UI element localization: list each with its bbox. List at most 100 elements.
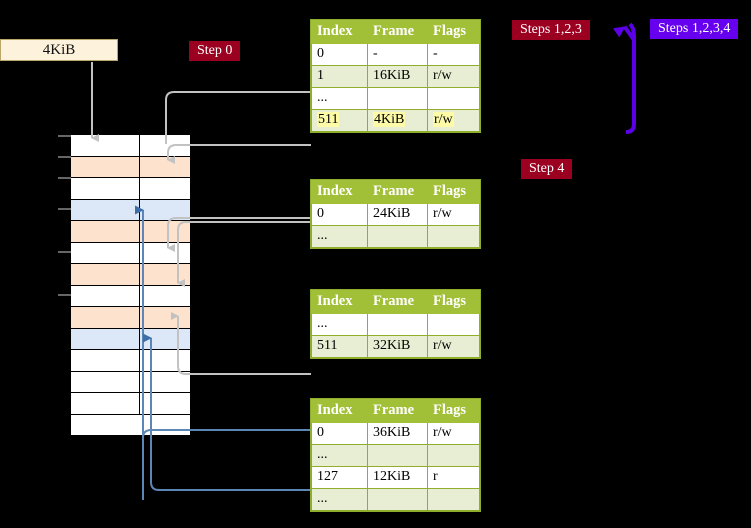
column-header-frame: Frame (367, 399, 428, 423)
grid-tick (58, 208, 71, 210)
table-row: ... (311, 488, 480, 511)
grid-tick (58, 177, 71, 179)
badge-step-4: Step 4 (521, 159, 573, 179)
table-cell: 1 (311, 65, 368, 88)
connector-purple-loop (625, 22, 636, 134)
table-cell (367, 444, 428, 467)
badge-step-0: Step 0 (189, 41, 241, 61)
memory-frame-row (71, 156, 190, 178)
memory-frame-row (71, 264, 190, 286)
table-row: ... (311, 225, 480, 248)
table-row: ... (311, 444, 480, 467)
table-cell: 24KiB (367, 203, 428, 226)
memory-frame-row (71, 393, 190, 415)
column-header-frame: Frame (367, 20, 428, 44)
table-cell: ... (311, 488, 368, 511)
table-cell: ... (311, 225, 368, 248)
column-header-flags: Flags (427, 290, 480, 314)
highlighted-value: 511 (317, 112, 340, 127)
memory-frame-row (71, 371, 190, 393)
memory-frame-row (71, 199, 190, 221)
table-cell (367, 225, 428, 248)
memory-size-label: 4KiB (42, 41, 76, 58)
table-cell: - (427, 43, 480, 66)
column-header-index: Index (311, 180, 368, 204)
table-cell: ... (311, 444, 368, 467)
table-cell: 127 (311, 466, 368, 489)
table-cell (427, 444, 480, 467)
column-header-flags: Flags (427, 399, 480, 423)
table-cell: r/w (427, 203, 480, 226)
memory-frame-row (71, 307, 190, 329)
table-cell: 511 (311, 335, 368, 358)
grid-tick (58, 294, 71, 296)
table-cell: 16KiB (367, 65, 428, 88)
table-cell: ... (311, 313, 368, 336)
highlighted-value: r/w (433, 112, 454, 127)
table-cell (427, 87, 480, 110)
memory-frame-row (71, 328, 190, 350)
table-cell: 4KiB (367, 109, 428, 132)
grid-tick (58, 251, 71, 253)
table-cell: - (367, 43, 428, 66)
memory-frame-row (71, 350, 190, 372)
column-header-index: Index (311, 20, 368, 44)
column-header-flags: Flags (427, 180, 480, 204)
table-cell: 0 (311, 422, 368, 445)
table-cell (427, 313, 480, 336)
table-cell: r/w (427, 335, 480, 358)
connector-blue-to-table4-row0 (142, 429, 311, 500)
table-cell: 36KiB (367, 422, 428, 445)
table-cell: r/w (427, 65, 480, 88)
connector-grid-to-table3 (177, 365, 311, 375)
table-cell (367, 488, 428, 511)
table-cell: 0 (311, 43, 368, 66)
table-cell: r/w (427, 422, 480, 445)
table-row: 511 4KiB r/w (311, 109, 480, 132)
column-header-index: Index (311, 399, 368, 423)
physical-memory-grid (70, 134, 191, 436)
table-row: ... (311, 87, 480, 110)
memory-frame-row (71, 221, 190, 243)
column-header-frame: Frame (367, 290, 428, 314)
memory-grid-divider (139, 135, 140, 414)
table-cell (367, 313, 428, 336)
memory-frame-row (71, 178, 190, 200)
column-header-index: Index (311, 290, 368, 314)
table-row: ... (311, 313, 480, 336)
memory-frame-row (71, 285, 190, 307)
connector-purple-arrowhead (612, 25, 636, 42)
memory-frame-row (71, 414, 190, 436)
table-cell (367, 87, 428, 110)
table-row: 0-- (311, 43, 480, 66)
table-cell: 12KiB (367, 466, 428, 489)
badge-steps-1-2-3-4: Steps 1,2,3,4 (650, 19, 739, 39)
table-cell: 511 (311, 109, 368, 132)
table-cell: ... (311, 87, 368, 110)
connector-table2-to-grid (177, 221, 311, 287)
table-cell (427, 488, 480, 511)
badge-steps-1-2-3: Steps 1,2,3 (512, 20, 590, 40)
grid-tick (58, 156, 71, 158)
table-cell (427, 225, 480, 248)
highlighted-value: 4KiB (373, 112, 406, 127)
column-header-flags: Flags (427, 20, 480, 44)
column-header-frame: Frame (367, 180, 428, 204)
table-cell: r (427, 466, 480, 489)
memory-frame-row (71, 135, 190, 157)
table-cell: r/w (427, 109, 480, 132)
